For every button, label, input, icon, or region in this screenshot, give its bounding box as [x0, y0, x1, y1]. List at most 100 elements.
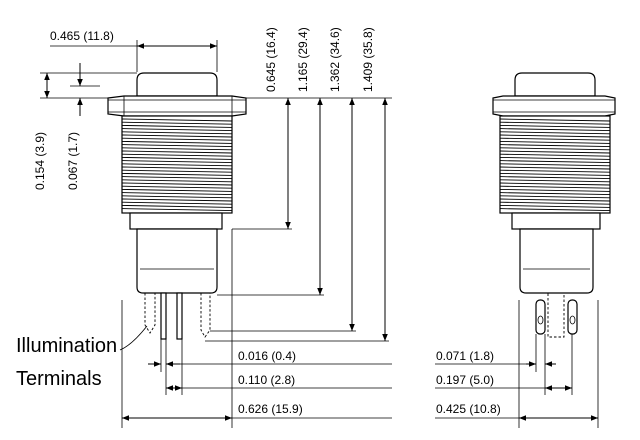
dim-cap-width-label: 0.465 (11.8) — [50, 29, 114, 43]
thread-line — [499, 118, 611, 122]
thread-line — [121, 150, 233, 154]
side-thread-lines — [499, 118, 611, 212]
thread-line — [499, 163, 611, 167]
thread-line — [121, 124, 233, 128]
front-illumination-terminal-left — [144, 293, 156, 334]
callout-line-1: Illumination — [16, 335, 117, 357]
thread-line — [121, 185, 233, 189]
dim-housing-bottom-label: 1.165 (29.4) — [296, 27, 310, 92]
thread-line — [499, 128, 611, 132]
thread-line — [121, 153, 233, 157]
thread-line — [121, 182, 233, 186]
thread-line — [121, 144, 233, 148]
thread-line — [121, 128, 233, 132]
thread-line — [499, 166, 611, 170]
dim-front-bottom: 0.016 (0.4) 0.110 (2.8) 0.626 (15.9) — [121, 229, 392, 428]
side-lower-housing — [511, 212, 601, 230]
thread-line — [499, 198, 611, 202]
thread-line — [121, 137, 233, 141]
thread-line — [499, 137, 611, 141]
illumination-callout: Illumination Terminals — [16, 325, 148, 390]
front-terminal-left — [160, 292, 167, 340]
thread-line — [121, 192, 233, 196]
thread-line — [121, 195, 233, 199]
dim-terminal-shoulder-label: 1.362 (34.6) — [328, 27, 342, 92]
thread-line — [121, 198, 233, 202]
thread-line — [499, 160, 611, 164]
side-terminal-right — [567, 299, 578, 335]
dim-terminal-pitch-label: 0.197 (5.0) — [436, 373, 494, 387]
thread-line — [121, 188, 233, 192]
thread-line — [499, 156, 611, 160]
front-lower-housing — [129, 212, 223, 230]
dim-left-verticals: 0.154 (3.9) 0.067 (1.7) — [33, 63, 137, 190]
thread-line — [121, 179, 233, 183]
side-cap — [514, 72, 596, 97]
side-nut — [492, 95, 616, 117]
thread-line — [121, 134, 233, 138]
thread-line — [499, 204, 611, 208]
callout-leader — [119, 325, 148, 351]
dim-nut-thickness-label: 0.067 (1.7) — [66, 132, 80, 190]
thread-line — [121, 166, 233, 170]
front-cap — [136, 72, 218, 97]
thread-line — [499, 176, 611, 180]
dim-vertical-series: 0.645 (16.4) 1.165 (29.4) 1.362 (34.6) 1… — [205, 27, 389, 342]
thread-line — [499, 172, 611, 176]
thread-line — [499, 169, 611, 173]
thread-line — [121, 140, 233, 144]
thread-line — [499, 150, 611, 154]
thread-line — [121, 160, 233, 164]
thread-line — [121, 176, 233, 180]
thread-line — [499, 195, 611, 199]
thread-line — [499, 179, 611, 183]
dim-terminal-thickness-label: 0.016 (0.4) — [238, 349, 296, 363]
thread-line — [121, 121, 233, 125]
dim-cap-width: 0.465 (11.8) — [50, 29, 218, 72]
front-base — [136, 228, 218, 294]
side-view — [492, 72, 616, 338]
thread-line — [499, 147, 611, 151]
dim-side-bottom: 0.071 (1.8) 0.197 (5.0) 0.425 (10.8) — [435, 300, 599, 428]
thread-line — [499, 188, 611, 192]
thread-line — [499, 153, 611, 157]
dim-thread-length-label: 0.645 (16.4) — [264, 27, 278, 92]
front-view — [107, 72, 247, 340]
thread-line — [121, 201, 233, 205]
thread-line — [499, 124, 611, 128]
thread-line — [499, 140, 611, 144]
thread-line — [499, 131, 611, 135]
dim-side-width-label: 0.425 (10.8) — [436, 402, 501, 416]
thread-line — [121, 172, 233, 176]
thread-line — [499, 192, 611, 196]
thread-line — [121, 156, 233, 160]
thread-line — [121, 204, 233, 208]
front-nut — [107, 95, 247, 117]
front-thread-lines — [121, 118, 233, 212]
thread-line — [121, 163, 233, 167]
thread-line — [499, 134, 611, 138]
dim-terminal-width-label: 0.071 (1.8) — [436, 349, 494, 363]
front-illumination-terminal-right — [200, 293, 211, 338]
dim-overall-length-label: 1.409 (35.8) — [361, 27, 375, 92]
front-terminal-right — [176, 292, 183, 340]
thread-line — [499, 121, 611, 125]
thread-line — [121, 131, 233, 135]
side-terminal-left — [535, 299, 546, 335]
dim-body-width-label: 0.626 (15.9) — [238, 402, 303, 416]
thread-line — [499, 201, 611, 205]
side-center-terminal — [547, 292, 565, 338]
thread-line — [499, 185, 611, 189]
side-base — [519, 228, 594, 294]
dim-cap-height-label: 0.154 (3.9) — [33, 132, 47, 190]
thread-line — [121, 118, 233, 122]
thread-line — [499, 182, 611, 186]
callout-line-2: Terminals — [16, 368, 102, 390]
thread-line — [499, 208, 611, 212]
thread-line — [499, 144, 611, 148]
thread-line — [121, 147, 233, 151]
thread-line — [121, 169, 233, 173]
dim-terminal-spacing-label: 0.110 (2.8) — [238, 373, 295, 387]
